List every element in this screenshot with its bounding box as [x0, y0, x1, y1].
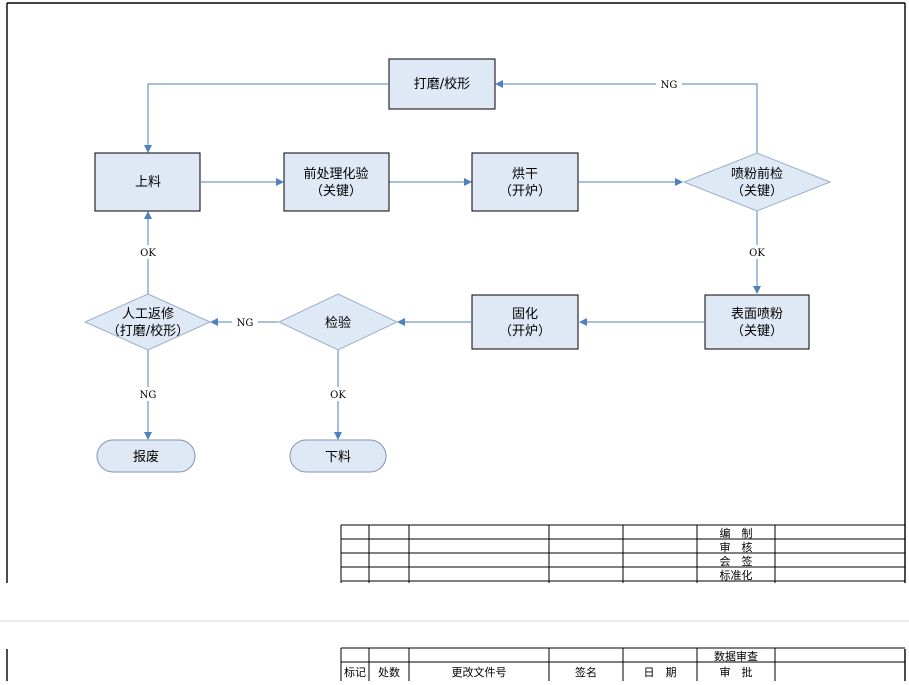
- tb-date: 日 期: [644, 666, 677, 679]
- node-scrap-label: 报废: [133, 449, 159, 465]
- node-precheck: 喷粉前检 （关键）: [682, 152, 832, 212]
- edge-label-ng-top: NG: [661, 80, 678, 91]
- node-load: 上料: [94, 152, 201, 212]
- node-load-label: 上料: [135, 175, 161, 190]
- node-spray-label-1: 表面喷粉: [731, 307, 783, 322]
- node-scrap: 报废: [96, 439, 196, 473]
- tb-standardize: 标准化: [720, 568, 753, 582]
- node-grind-label: 打磨/校形: [414, 76, 470, 92]
- node-cure-label-2: （开炉）: [499, 324, 551, 339]
- title-block-lower: 数据审查 标记 处数 更改文件号 签名 日 期 审 批: [340, 647, 905, 681]
- tb-approve: 审 批: [720, 665, 753, 679]
- node-cure-label-1: 固化: [512, 307, 538, 322]
- node-rework: 人工返修 （打磨/校形）: [83, 293, 212, 351]
- node-unload: 下料: [289, 439, 387, 473]
- node-grind: 打磨/校形: [388, 58, 496, 110]
- node-pretreat-label-2: （关键）: [310, 184, 362, 199]
- tb-signature: 签名: [575, 665, 597, 679]
- tb-data-review: 数据审查: [714, 649, 758, 663]
- node-precheck-label-2: （关键）: [731, 184, 783, 199]
- edge-labels: NG OK OK NG NG OK: [135, 77, 770, 401]
- tb-count: 处数: [378, 666, 400, 679]
- edge-label-ng-down: NG: [140, 390, 157, 401]
- node-rework-label-2: （打磨/校形）: [107, 323, 189, 339]
- flow-grind-to-load: [144, 83, 388, 153]
- node-precheck-label-1: 喷粉前检: [731, 166, 783, 182]
- tb-change-doc: 更改文件号: [452, 665, 507, 679]
- node-spray: 表面喷粉 （关键）: [704, 294, 810, 350]
- node-inspect: 检验: [277, 293, 399, 351]
- tb-review: 审 核: [720, 540, 753, 554]
- edge-label-ok-right: OK: [749, 248, 765, 259]
- node-dry: 烘干 （开炉）: [471, 152, 579, 212]
- node-inspect-label: 检验: [325, 315, 351, 331]
- tb-mark: 标记: [344, 665, 366, 679]
- node-pretreat-label-1: 前处理化验: [303, 166, 368, 182]
- node-dry-label-2: （开炉）: [499, 184, 551, 199]
- title-block-upper: 编 制 审 核 会 签 标准化: [340, 524, 905, 583]
- node-spray-label-2: （关键）: [731, 324, 783, 339]
- tb-compile: 编 制: [720, 526, 753, 540]
- node-unload-label: 下料: [325, 450, 351, 465]
- edge-label-ok-down: OK: [330, 390, 346, 401]
- edge-label-ng-mid: NG: [237, 318, 254, 329]
- edge-label-ok-left: OK: [140, 248, 156, 259]
- node-rework-label-1: 人工返修: [122, 307, 174, 322]
- flow-precheck-ng-to-grind: [495, 80, 758, 153]
- connectors: [144, 80, 761, 440]
- node-dry-label-1: 烘干: [512, 167, 538, 182]
- node-cure: 固化 （开炉）: [471, 294, 579, 350]
- node-pretreat: 前处理化验 （关键）: [283, 152, 390, 212]
- tb-countersign: 会 签: [720, 554, 753, 568]
